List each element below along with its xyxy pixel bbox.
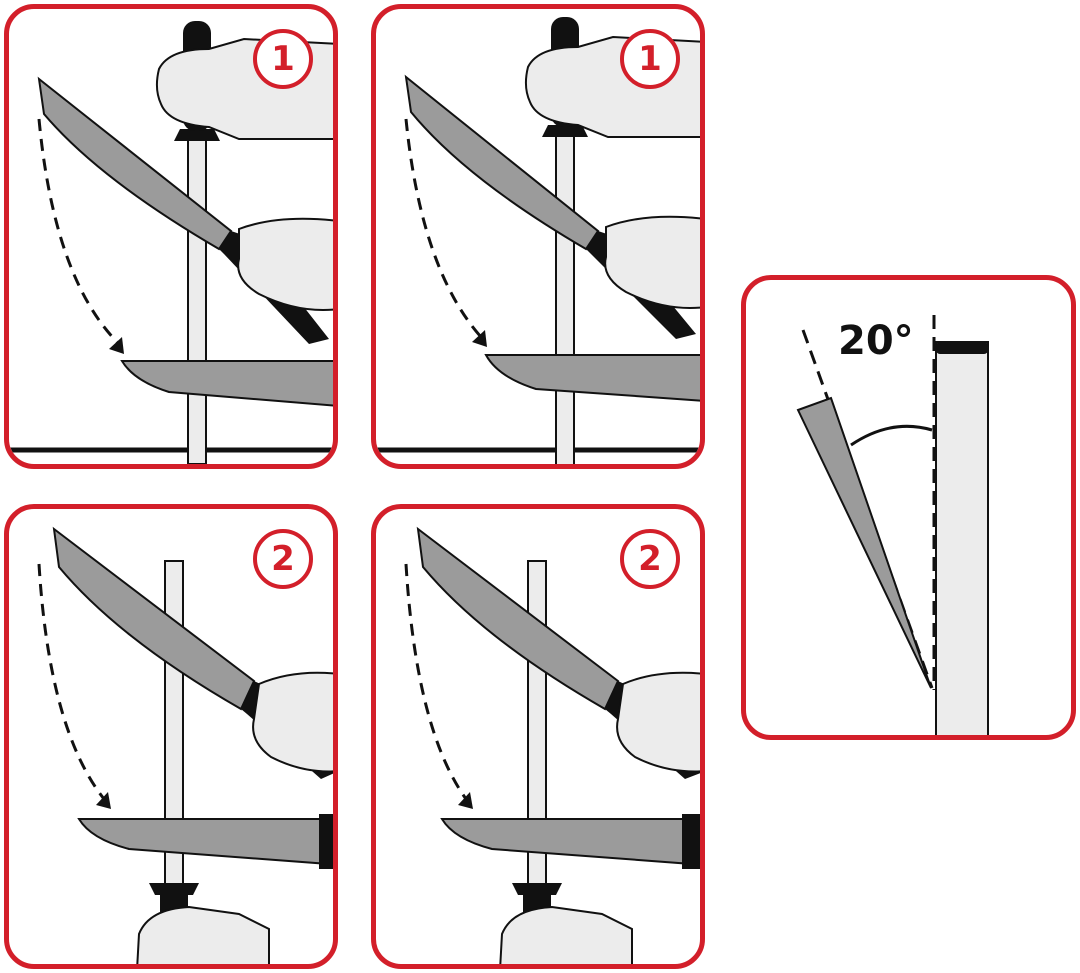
- step-2-panel-a: 2: [4, 504, 338, 969]
- knife-start-blade: [404, 74, 600, 251]
- knife-end-blade: [484, 354, 700, 402]
- step-number-badge: 2: [253, 529, 313, 589]
- rod-guard: [149, 883, 199, 895]
- step-2-illustration: [404, 526, 700, 964]
- knife-end-handle: [682, 814, 700, 869]
- arrow-head: [109, 337, 124, 354]
- step-number-badge: 1: [253, 29, 313, 89]
- knife-start-blade: [52, 526, 256, 711]
- motion-arc: [37, 563, 106, 800]
- honing-rod: [935, 341, 989, 735]
- angle-illustration: [796, 315, 989, 735]
- step-number-badge: 1: [620, 29, 680, 89]
- knife-end-handle: [319, 814, 333, 869]
- motion-arc: [404, 118, 483, 338]
- bottom-hand: [499, 905, 633, 964]
- knife-end-blade: [440, 818, 693, 866]
- honing-rod: [187, 138, 207, 464]
- motion-arc: [404, 563, 468, 800]
- knife-start-blade: [416, 526, 620, 711]
- step-1-panel-b: 1: [371, 4, 705, 469]
- angle-arc: [850, 424, 933, 447]
- knife-hand: [252, 671, 333, 773]
- rod-guard: [542, 125, 588, 137]
- knife-hand: [237, 217, 333, 311]
- step-2-illustration: [37, 526, 333, 964]
- angle-label: 20°: [838, 318, 914, 364]
- arrow-head: [472, 330, 487, 347]
- step-1-illustration: [376, 17, 700, 464]
- blade-edge: [796, 396, 932, 689]
- bottom-hand: [136, 905, 270, 964]
- step-1-illustration: [9, 21, 333, 464]
- knife-hand: [616, 671, 700, 773]
- step-1-panel-a: 1: [4, 4, 338, 469]
- rod-guard: [512, 883, 562, 895]
- step-number-badge: 2: [620, 529, 680, 589]
- arrow-head: [96, 792, 111, 809]
- knife-start-blade: [37, 76, 233, 251]
- arrow-head: [458, 792, 473, 809]
- angle-detail-panel: 20°: [741, 275, 1076, 740]
- knife-end-blade: [120, 360, 333, 407]
- rod-cap: [936, 342, 988, 354]
- knife-end-blade: [77, 818, 330, 866]
- step-2-panel-b: 2: [371, 504, 705, 969]
- rod-guard: [174, 129, 220, 141]
- knife-hand: [604, 215, 700, 309]
- honing-rod: [555, 134, 575, 464]
